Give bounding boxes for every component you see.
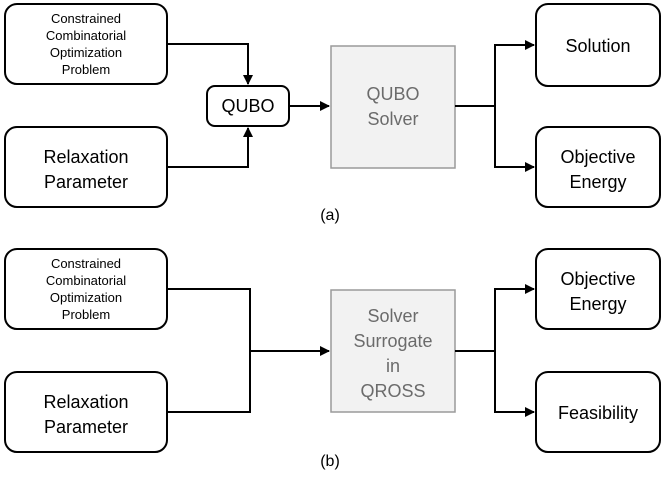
a-solver-line-2: Solver [367, 109, 418, 129]
b-merge-line [167, 288, 251, 413]
a-relaxation-box [4, 126, 168, 208]
caption-a: (a) [320, 207, 340, 224]
a-problem-line-2: Combinatorial [46, 28, 126, 43]
a-arrow-solver-to-energy [494, 106, 535, 172]
b-arrow-surrogate-to-feasibility [494, 351, 535, 417]
a-problem-line-1: Constrained [51, 11, 121, 26]
a-problem-line-3: Optimization [50, 45, 122, 60]
a-relaxation-line-2: Parameter [44, 172, 128, 192]
diagram-b: Constrained Combinatorial Optimization P… [4, 248, 661, 470]
a-energy-line-2: Energy [569, 172, 626, 192]
a-arrow-problem-to-qubo [167, 43, 253, 85]
b-surrogate-line-2: Surrogate [353, 331, 432, 351]
a-solver-box [330, 45, 456, 169]
a-arrow-solver-to-solution [455, 40, 535, 107]
b-problem-line-4: Problem [62, 307, 110, 322]
a-relaxation-line-1: Relaxation [43, 147, 128, 167]
b-surrogate-line-3: in [386, 356, 400, 376]
a-solution-label: Solution [565, 36, 630, 56]
a-solution-box [535, 3, 661, 87]
b-arrow-surrogate-to-energy [455, 284, 535, 352]
a-qubo-label: QUBO [221, 96, 274, 116]
b-relaxation-line-2: Parameter [44, 417, 128, 437]
a-energy-line-1: Objective [560, 147, 635, 167]
b-energy-line-2: Energy [569, 294, 626, 314]
b-relaxation-line-1: Relaxation [43, 392, 128, 412]
caption-b: (b) [320, 453, 340, 470]
b-energy-line-1: Objective [560, 269, 635, 289]
a-arrow-relaxation-to-qubo [167, 127, 253, 168]
b-relaxation-box [4, 371, 168, 453]
b-feasibility-label: Feasibility [558, 403, 638, 423]
a-energy-box [535, 126, 661, 208]
b-feasibility-box [535, 371, 661, 453]
b-energy-box [535, 248, 661, 330]
b-surrogate-line-4: QROSS [360, 381, 425, 401]
b-problem-line-2: Combinatorial [46, 273, 126, 288]
a-solver-line-1: QUBO [366, 84, 419, 104]
b-problem-line-3: Optimization [50, 290, 122, 305]
diagram-a: Constrained Combinatorial Optimization P… [4, 3, 661, 224]
b-problem-line-1: Constrained [51, 256, 121, 271]
b-surrogate-line-1: Solver [367, 306, 418, 326]
a-problem-line-4: Problem [62, 62, 110, 77]
b-surrogate-box [330, 289, 456, 413]
